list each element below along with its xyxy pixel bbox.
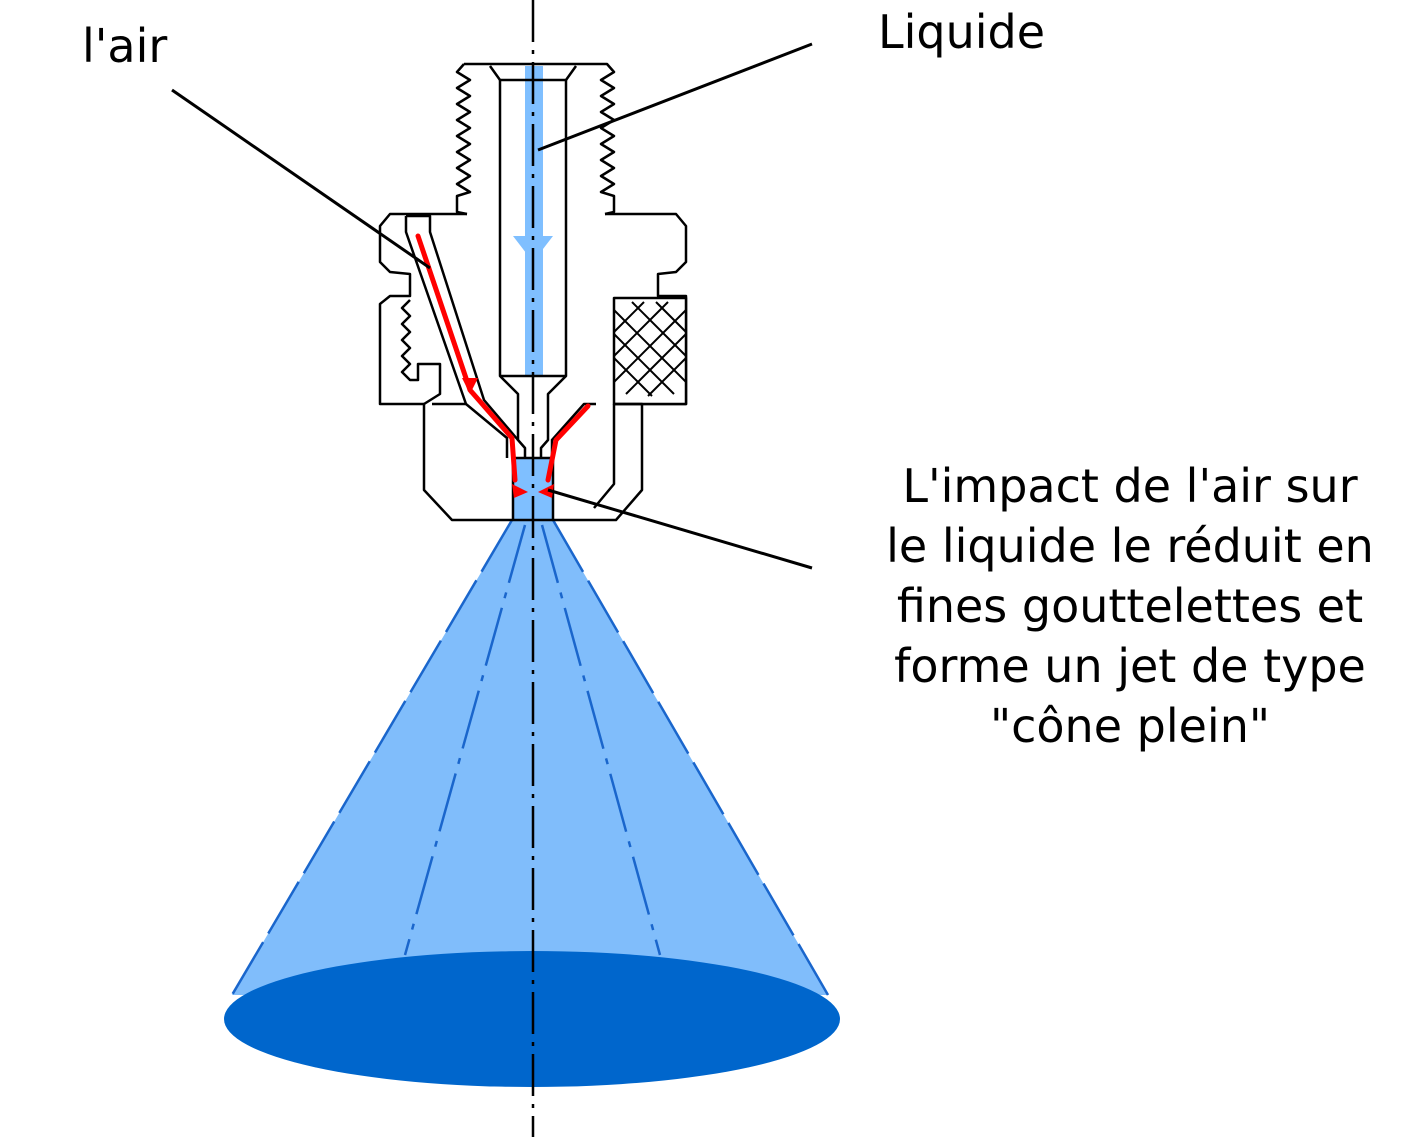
air-flow-arrow-impact-left xyxy=(512,484,528,498)
leader-impact xyxy=(547,488,813,570)
air-flow xyxy=(415,233,591,483)
leader-liquid xyxy=(537,42,813,152)
label-impact-line: fines gouttelettes et xyxy=(896,579,1364,633)
air-cap-outline xyxy=(422,402,644,522)
air-flow-arrow-left xyxy=(462,378,478,394)
label-air: l'air xyxy=(82,19,168,73)
label-impact-line: L'impact de l'air sur xyxy=(902,459,1358,513)
spray-cone-fill xyxy=(232,520,828,995)
leader-lines xyxy=(171,42,813,570)
spray-edge-left xyxy=(230,519,514,996)
label-impact-line: le liquide le réduit en xyxy=(886,519,1374,573)
upper-stem-outline xyxy=(455,62,616,216)
knurled-ring xyxy=(612,296,688,406)
knurl-pattern xyxy=(613,301,687,397)
spray-inner-left xyxy=(403,524,527,956)
label-liquid: Liquide xyxy=(878,5,1046,59)
leader-air xyxy=(171,88,431,270)
nozzle-body xyxy=(378,62,688,522)
label-impact-description: L'impact de l'air sur le liquide le rédu… xyxy=(860,456,1400,756)
left-inner-thread xyxy=(400,299,442,406)
spray-edge-right xyxy=(551,519,830,996)
label-impact-line: forme un jet de type xyxy=(894,639,1366,693)
air-flow-arrow-impact-right xyxy=(538,484,554,498)
air-flow-left xyxy=(415,233,518,483)
left-body-block xyxy=(378,212,467,406)
spray-inner-right xyxy=(540,524,662,956)
label-impact-line: "cône plein" xyxy=(989,699,1271,753)
air-flow-right xyxy=(545,403,591,483)
